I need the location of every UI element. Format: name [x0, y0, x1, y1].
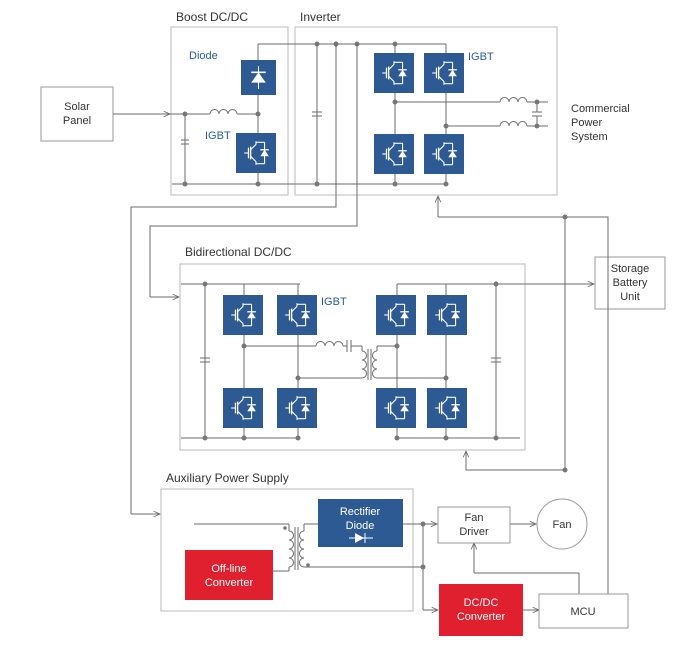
svg-text:Converter: Converter — [457, 611, 506, 623]
bidirectional-dcdc-section — [179, 263, 526, 451]
svg-text:Power: Power — [571, 117, 603, 129]
auxiliary-circuit — [194, 522, 580, 611]
fan-driver-block: Fan Driver — [437, 506, 511, 544]
inverter-section — [294, 26, 558, 196]
bidir-igbt-6 — [277, 388, 317, 428]
svg-text:Converter: Converter — [205, 577, 254, 589]
bidir-igbt-1 — [223, 295, 263, 335]
inverter-igbt-label: IGBT — [468, 51, 494, 63]
boost-dcdc-section — [170, 26, 289, 196]
bidirectional-dcdc-title: Bidirectional DC/DC — [185, 245, 292, 259]
svg-text:Fan: Fan — [553, 519, 572, 531]
svg-text:System: System — [571, 131, 608, 143]
svg-text:Driver: Driver — [459, 526, 489, 538]
boost-igbt-device — [236, 133, 276, 173]
inverter-igbt-4 — [424, 134, 464, 174]
svg-text:Solar: Solar — [64, 101, 90, 113]
svg-text:Off-line: Off-line — [211, 563, 246, 575]
bidir-igbt-3 — [376, 295, 416, 335]
svg-text:Battery: Battery — [613, 277, 648, 289]
boost-dcdc-title: Boost DC/DC — [176, 10, 248, 24]
bidir-igbt-7 — [376, 388, 416, 428]
bidir-igbt-label: IGBT — [321, 296, 347, 308]
fan-block: Fan — [536, 498, 588, 550]
svg-text:Fan: Fan — [465, 512, 484, 524]
svg-text:Rectifier: Rectifier — [340, 506, 381, 518]
inverter-circuit — [300, 41, 548, 187]
inverter-igbt-1 — [374, 53, 414, 93]
svg-text:Panel: Panel — [63, 115, 91, 127]
rectifier-diode-block: Rectifier Diode — [318, 499, 403, 547]
offline-converter-block: Off-line Converter — [185, 550, 273, 600]
inverter-title: Inverter — [300, 10, 341, 24]
bidir-igbt-5 — [223, 388, 263, 428]
storage-battery-block: Storage Battery Unit — [594, 256, 666, 310]
bidir-igbt-4 — [427, 295, 467, 335]
svg-text:DC/DC: DC/DC — [464, 597, 499, 609]
boost-igbt-label: IGBT — [205, 130, 231, 142]
solar-panel-block: Solar Panel — [40, 86, 114, 142]
inverter-igbt-2 — [424, 53, 464, 93]
svg-text:Storage: Storage — [611, 263, 650, 275]
diode-label: Diode — [189, 50, 218, 62]
auxiliary-power-title: Auxiliary Power Supply — [166, 471, 289, 485]
commercial-power-label: Commercial Power System — [571, 103, 630, 143]
svg-text:Diode: Diode — [346, 520, 375, 532]
inverter-igbt-3 — [374, 134, 414, 174]
svg-text:Commercial: Commercial — [571, 103, 630, 115]
interconnect-wires — [113, 44, 609, 594]
auxiliary-power-section — [160, 488, 414, 612]
bidir-igbt-2 — [277, 295, 317, 335]
svg-text:MCU: MCU — [570, 606, 595, 618]
dcdc-converter-block: DC/DC Converter — [439, 584, 523, 636]
bidir-igbt-8 — [427, 388, 467, 428]
mcu-block: MCU — [538, 593, 629, 629]
svg-text:Unit: Unit — [620, 291, 640, 303]
